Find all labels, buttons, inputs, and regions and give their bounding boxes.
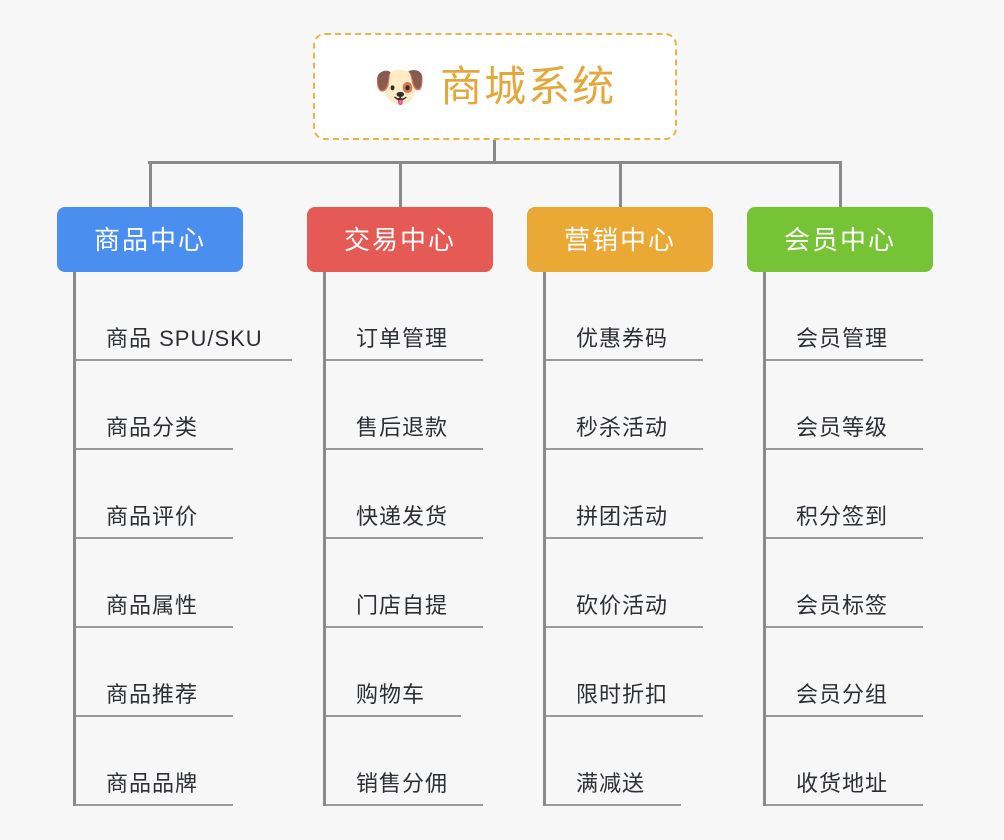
- leaf-label: 积分签到: [796, 503, 889, 529]
- leaf-underline: [326, 804, 483, 806]
- leaf-underline: [766, 359, 923, 361]
- list-item[interactable]: 砍价活动: [546, 539, 732, 628]
- category-header-label: 营销中心: [563, 224, 676, 255]
- leaf-label: 会员分组: [796, 681, 889, 707]
- list-item[interactable]: 积分签到: [766, 450, 952, 539]
- leaf-label: 商品品牌: [106, 770, 199, 796]
- column-trade-center: 交易中心订单管理售后退款快递发货门店自提购物车销售分佣: [307, 207, 493, 806]
- leaf-label: 销售分佣: [356, 770, 449, 796]
- list-item[interactable]: 商品评价: [76, 450, 262, 539]
- leaf-label: 拼团活动: [576, 503, 669, 529]
- leaf-underline: [546, 537, 703, 539]
- leaf-list-marketing-center: 优惠券码秒杀活动拼团活动砍价活动限时折扣满减送: [543, 272, 732, 806]
- list-item[interactable]: 限时折扣: [546, 628, 732, 717]
- root-node-title: 商城系统: [440, 62, 617, 110]
- leaf-list-trade-center: 订单管理售后退款快递发货门店自提购物车销售分佣: [323, 272, 512, 806]
- category-header-marketing-center[interactable]: 营销中心: [527, 207, 713, 272]
- leaf-underline: [76, 626, 233, 628]
- leaf-underline: [326, 626, 483, 628]
- leaf-label: 商品分类: [106, 414, 199, 440]
- column-member-center: 会员中心会员管理会员等级积分签到会员标签会员分组收货地址: [747, 207, 933, 806]
- leaf-underline: [326, 359, 483, 361]
- list-item[interactable]: 商品品牌: [76, 717, 262, 806]
- list-item[interactable]: 商品推荐: [76, 628, 262, 717]
- leaf-underline: [546, 715, 703, 717]
- leaf-label: 商品 SPU/SKU: [106, 325, 263, 351]
- leaf-underline: [766, 537, 923, 539]
- leaf-label: 会员等级: [796, 414, 889, 440]
- leaf-underline: [326, 715, 461, 717]
- leaf-underline: [76, 537, 233, 539]
- list-item[interactable]: 商品 SPU/SKU: [76, 272, 292, 361]
- connector-drop-member-center: [839, 161, 842, 207]
- list-item[interactable]: 收货地址: [766, 717, 952, 806]
- list-item[interactable]: 会员管理: [766, 272, 952, 361]
- leaf-label: 秒杀活动: [576, 414, 669, 440]
- list-item[interactable]: 商品分类: [76, 361, 262, 450]
- list-item[interactable]: 订单管理: [326, 272, 512, 361]
- category-header-label: 会员中心: [783, 224, 896, 255]
- list-item[interactable]: 会员分组: [766, 628, 952, 717]
- leaf-list-member-center: 会员管理会员等级积分签到会员标签会员分组收货地址: [763, 272, 952, 806]
- leaf-label: 售后退款: [356, 414, 449, 440]
- list-item[interactable]: 快递发货: [326, 450, 512, 539]
- leaf-underline: [76, 804, 233, 806]
- list-item[interactable]: 秒杀活动: [546, 361, 732, 450]
- list-item[interactable]: 售后退款: [326, 361, 512, 450]
- leaf-label: 会员标签: [796, 592, 889, 618]
- leaf-underline: [76, 359, 292, 361]
- connector-drop-product-center: [149, 161, 152, 207]
- list-item[interactable]: 优惠券码: [546, 272, 732, 361]
- leaf-label: 商品评价: [106, 503, 199, 529]
- leaf-label: 砍价活动: [576, 592, 669, 618]
- connector-horizontal-bus: [148, 161, 842, 164]
- column-marketing-center: 营销中心优惠券码秒杀活动拼团活动砍价活动限时折扣满减送: [527, 207, 713, 806]
- leaf-label: 订单管理: [356, 325, 449, 351]
- leaf-underline: [766, 804, 923, 806]
- leaf-underline: [546, 626, 703, 628]
- leaf-underline: [766, 715, 923, 717]
- leaf-label: 限时折扣: [576, 681, 669, 707]
- leaf-label: 优惠券码: [576, 325, 669, 351]
- leaf-label: 商品推荐: [106, 681, 199, 707]
- leaf-underline: [546, 448, 703, 450]
- list-item[interactable]: 商品属性: [76, 539, 262, 628]
- list-item[interactable]: 会员标签: [766, 539, 952, 628]
- list-item[interactable]: 满减送: [546, 717, 732, 806]
- leaf-label: 满减送: [576, 770, 646, 796]
- list-item[interactable]: 销售分佣: [326, 717, 512, 806]
- leaf-underline: [326, 537, 483, 539]
- list-item[interactable]: 会员等级: [766, 361, 952, 450]
- leaf-label: 会员管理: [796, 325, 889, 351]
- category-header-trade-center[interactable]: 交易中心: [307, 207, 493, 272]
- category-header-label: 商品中心: [93, 224, 206, 255]
- connector-drop-trade-center: [399, 161, 402, 207]
- category-header-product-center[interactable]: 商品中心: [57, 207, 243, 272]
- leaf-underline: [766, 448, 923, 450]
- leaf-underline: [546, 804, 681, 806]
- leaf-label: 收货地址: [796, 770, 889, 796]
- category-header-member-center[interactable]: 会员中心: [747, 207, 933, 272]
- list-item[interactable]: 购物车: [326, 628, 512, 717]
- leaf-underline: [76, 448, 233, 450]
- leaf-underline: [546, 359, 703, 361]
- connector-root-stem: [493, 140, 496, 164]
- leaf-label: 购物车: [356, 681, 426, 707]
- leaf-label: 商品属性: [106, 592, 199, 618]
- category-header-label: 交易中心: [343, 224, 456, 255]
- list-item[interactable]: 门店自提: [326, 539, 512, 628]
- leaf-underline: [76, 715, 233, 717]
- leaf-list-product-center: 商品 SPU/SKU 商品分类商品评价商品属性商品推荐商品品牌: [73, 272, 292, 806]
- shiba-dog-face-icon: 🐶: [373, 62, 427, 110]
- column-product-center: 商品中心商品 SPU/SKU 商品分类商品评价商品属性商品推荐商品品牌: [57, 207, 292, 806]
- leaf-underline: [326, 448, 483, 450]
- connector-drop-marketing-center: [619, 161, 622, 207]
- leaf-underline: [766, 626, 923, 628]
- leaf-label: 快递发货: [356, 503, 449, 529]
- root-node-mall-system[interactable]: 🐶 商城系统: [313, 33, 677, 140]
- list-item[interactable]: 拼团活动: [546, 450, 732, 539]
- leaf-label: 门店自提: [356, 592, 449, 618]
